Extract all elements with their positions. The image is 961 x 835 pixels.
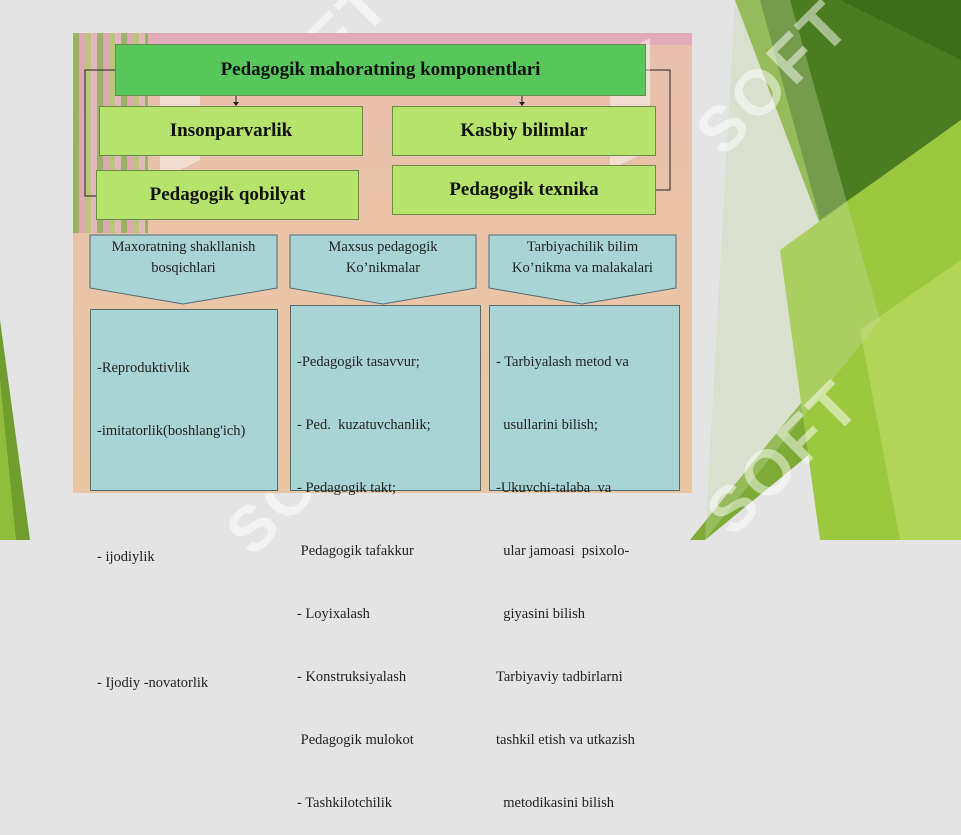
heading-line: Maxsus pedagogik bbox=[328, 239, 438, 255]
list-item: -Pedagogik tasavvur; bbox=[297, 354, 420, 370]
list-item: - Konstruksiyalash bbox=[297, 669, 407, 685]
list-item: ular jamoasi psixolo- bbox=[496, 543, 630, 559]
list-item: - Ped. kuzatuvchanlik; bbox=[297, 417, 431, 433]
list-item: usullarini bilish; bbox=[496, 417, 598, 433]
column-list-1: -Reproduktivlik -imitatorlik(boshlang'ic… bbox=[90, 309, 278, 691]
list-item: - ijodiylik bbox=[97, 549, 155, 565]
list-item: Pedagogik mulokot bbox=[297, 732, 414, 748]
list-item: Pedagogik tafakkur bbox=[297, 543, 414, 559]
list-item: -imitatorlik(boshlang'ich) bbox=[97, 423, 246, 439]
slide-background bbox=[0, 0, 961, 540]
column-list-2: -Pedagogik tasavvur; - Ped. kuzatuvchanl… bbox=[290, 305, 481, 811]
list-item bbox=[97, 484, 271, 505]
diagram-title: Pedagogik mahoratning komponentlari bbox=[115, 44, 646, 96]
list-item: - Tarbiyalash metod va bbox=[496, 354, 629, 370]
heading-line: Maxoratning shakllanish bbox=[111, 239, 256, 255]
list-item: - Tashkilotchilik bbox=[297, 795, 392, 811]
list-item: giyasini bilish bbox=[496, 606, 586, 622]
heading-line: bosqichlari bbox=[151, 260, 216, 276]
list-item: - Pedagogik takt; bbox=[297, 480, 397, 496]
decorative-strip bbox=[148, 33, 692, 45]
heading-line: Ko’nikmalar bbox=[345, 260, 421, 276]
list-item: Tarbiyaviy tadbirlarni bbox=[496, 669, 623, 685]
component-box-kasbiy-bilimlar: Kasbiy bilimlar bbox=[392, 106, 656, 156]
list-item bbox=[97, 610, 271, 631]
list-item: metodikasini bilish bbox=[496, 795, 615, 811]
component-box-insonparvarlik: Insonparvarlik bbox=[99, 106, 363, 156]
heading-line: Tarbiyachilik bilim bbox=[526, 239, 639, 255]
column-list-3: - Tarbiyalash metod va usullarini bilish… bbox=[489, 305, 680, 811]
component-box-pedagogik-texnika: Pedagogik texnika bbox=[392, 165, 656, 215]
component-box-pedagogik-qobilyat: Pedagogik qobilyat bbox=[96, 170, 359, 220]
list-item: -Ukuvchi-talaba va bbox=[496, 480, 612, 496]
list-item: - Ijodiy -novatorlik bbox=[97, 675, 209, 691]
list-item: tashkil etish va utkazish bbox=[496, 732, 635, 748]
list-item: - Loyixalash bbox=[297, 606, 370, 622]
heading-line: Ko’nikma va malakalari bbox=[512, 260, 653, 276]
column-heading-1: Maxoratning shakllanish bosqichlari bbox=[90, 235, 277, 288]
list-item: -Reproduktivlik bbox=[97, 360, 190, 376]
